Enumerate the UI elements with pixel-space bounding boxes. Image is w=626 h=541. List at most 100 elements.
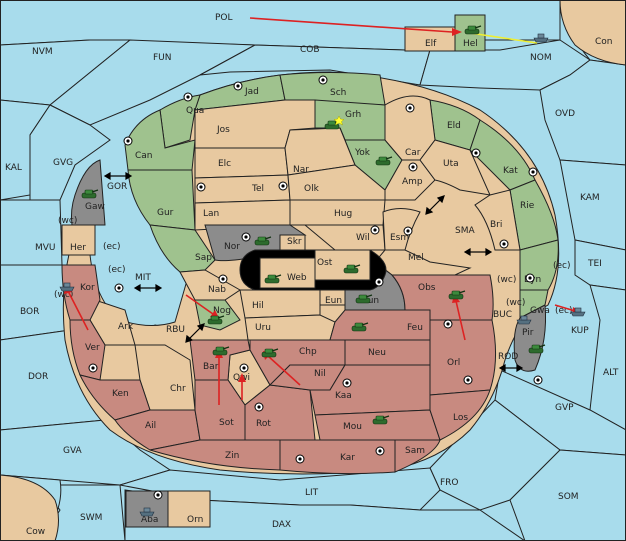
label-bri: Bri	[490, 220, 502, 230]
land-cow[interactable]	[0, 474, 59, 541]
label-gur: Gur	[157, 208, 174, 218]
supply-center-icon	[403, 226, 413, 236]
label-gva: GVA	[63, 446, 83, 456]
sea-som[interactable]	[509, 449, 626, 541]
label-sot: Sot	[219, 418, 234, 428]
land-rot[interactable]	[244, 384, 316, 441]
label-rot: Rot	[256, 419, 271, 429]
land-mou[interactable]	[314, 409, 441, 441]
label-can: Can	[135, 151, 153, 161]
label-coast-wc-byn: (wc)	[497, 275, 516, 285]
label-nvm: NVM	[32, 47, 53, 57]
supply-center-icon	[342, 378, 352, 388]
land-uta[interactable]	[419, 139, 491, 196]
supply-center-icon	[88, 363, 98, 373]
supply-center-icon	[239, 363, 249, 373]
label-neu: Neu	[368, 348, 386, 358]
label-pir: Pir	[522, 328, 534, 338]
supply-center-icon	[499, 239, 509, 249]
land-bri[interactable]	[474, 189, 521, 251]
land-sap[interactable]	[149, 224, 216, 273]
supply-center-icon	[471, 148, 481, 158]
land-nab[interactable]	[179, 269, 241, 301]
label-tel: Tel	[251, 184, 264, 194]
land-ost[interactable]	[314, 249, 371, 281]
label-nil: Nil	[314, 369, 326, 379]
label-los: Los	[453, 413, 468, 423]
label-sap: Sap	[195, 253, 212, 263]
land-orn[interactable]	[167, 490, 211, 528]
sea-kam[interactable]	[559, 159, 626, 251]
land-nar[interactable]	[284, 127, 356, 176]
sea-alt[interactable]	[589, 284, 626, 431]
supply-center-icon	[405, 103, 415, 113]
label-kaa: Kaa	[335, 391, 352, 401]
label-kor: Kor	[80, 283, 95, 293]
label-som: SOM	[558, 492, 579, 502]
label-her: Her	[70, 243, 86, 253]
land-los[interactable]	[429, 389, 491, 441]
label-nom: NOM	[530, 53, 552, 63]
land-tel[interactable]	[194, 174, 291, 204]
label-nab: Nab	[208, 285, 226, 295]
land-can[interactable]	[124, 109, 196, 171]
two-way-arrow-icon	[463, 247, 493, 257]
label-obs: Obs	[418, 283, 436, 293]
label-eun: Eun	[325, 296, 342, 306]
supply-center-icon	[233, 81, 243, 91]
label-gaw: Gaw	[85, 202, 105, 212]
label-ail: Ail	[145, 421, 156, 431]
land-elc[interactable]	[194, 147, 289, 179]
label-alt: ALT	[603, 368, 619, 378]
label-orl: Orl	[447, 358, 460, 368]
land-ken[interactable]	[79, 374, 151, 421]
label-chp: Chp	[299, 347, 317, 357]
label-jad: Jad	[244, 87, 259, 97]
land-con[interactable]	[559, 0, 626, 66]
units	[59, 25, 586, 517]
label-elc: Elc	[218, 159, 231, 169]
sea-bor[interactable]	[0, 264, 71, 341]
land-sch[interactable]	[279, 72, 386, 106]
label-fun: FUN	[153, 53, 172, 63]
land-neu[interactable]	[344, 339, 431, 366]
label-gwa: Gwa	[530, 306, 550, 316]
label-sun: Sun	[362, 296, 379, 306]
label-car: Car	[405, 148, 421, 158]
label-olk: Olk	[304, 184, 320, 194]
supply-center-icon	[528, 167, 538, 177]
label-esm: Esm	[390, 233, 409, 243]
sea-labels: POL NVM FUN COB NOM Con OVD KAL GVG KAM …	[5, 13, 619, 537]
label-web: Web	[287, 273, 307, 283]
label-sch: Sch	[330, 88, 346, 98]
label-hel: Hel	[463, 39, 478, 49]
label-ark: Ark	[118, 322, 134, 332]
supply-center-icon	[183, 92, 193, 102]
land-esm[interactable]	[382, 208, 421, 251]
label-ost: Ost	[317, 258, 333, 268]
label-mel: Mel	[408, 253, 424, 263]
label-amp: Amp	[402, 177, 423, 187]
sea-mvu[interactable]	[0, 199, 63, 266]
land-obs[interactable]	[390, 274, 494, 321]
label-elf: Elf	[425, 39, 437, 49]
label-swm: SWM	[80, 513, 102, 523]
supply-center-icon	[254, 402, 264, 412]
label-kup: KUP	[571, 326, 589, 336]
label-kal: KAL	[5, 163, 22, 173]
sea-gvg[interactable]	[29, 104, 111, 201]
sea-ovd[interactable]	[539, 59, 626, 166]
land-kor[interactable]	[61, 264, 101, 321]
two-way-arrow-icon	[133, 283, 163, 293]
two-way-arrows	[103, 171, 524, 373]
label-kat: Kat	[503, 166, 518, 176]
label-orn: Orn	[187, 515, 203, 525]
label-sma: SMA	[455, 226, 475, 236]
land-gur[interactable]	[127, 169, 196, 231]
label-dor: DOR	[28, 372, 48, 382]
label-cob: COB	[300, 45, 320, 55]
label-ver: Ver	[85, 343, 100, 353]
label-lit: LIT	[305, 488, 319, 498]
label-hil: Hil	[252, 301, 264, 311]
